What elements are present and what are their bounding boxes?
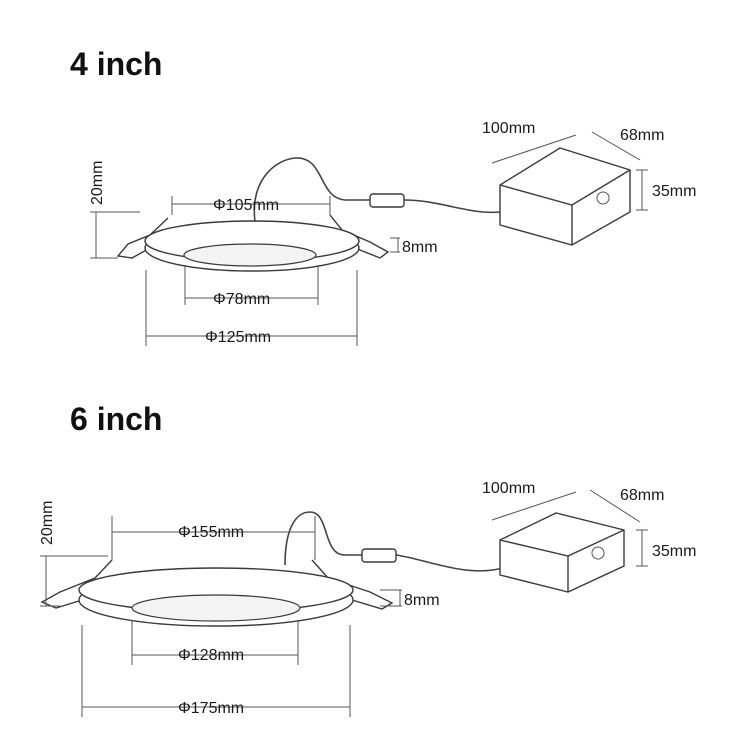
lens-inner [183,243,317,267]
label-inner-dia: Φ78mm [213,291,270,308]
dim-box-length-line [491,491,577,521]
cable [253,157,370,223]
dim-box-length-line [491,134,577,164]
section-title-6inch: 6 inch [70,401,163,437]
label-thickness: 8mm [404,592,440,609]
junction-box-edges [499,169,631,245]
label-box-height: 35mm [652,543,696,560]
connector [369,193,405,208]
label-height: 20mm [39,501,56,545]
connector [361,548,397,563]
junction-box [499,512,625,593]
cable-2 [395,554,511,572]
knockout-hole [596,191,610,205]
label-cutout-dia: Φ155mm [178,524,244,541]
label-box-height: 35mm [652,183,696,200]
label-cutout-dia: Φ105mm [213,197,279,214]
light-6inch: 20mm Φ155mm Φ128mm Φ175mm 8mm 100mm 68mm [39,480,696,717]
knockout-hole [591,546,605,560]
junction-box-edges [499,529,625,592]
cable-2 [403,199,501,214]
label-box-width: 68mm [620,127,664,144]
dim-box-width-line [589,489,641,523]
label-height: 20mm [89,161,106,205]
label-outer-dia: Φ125mm [205,329,271,346]
lens-inner [131,594,301,622]
label-box-width: 68mm [620,487,664,504]
label-outer-dia: Φ175mm [178,700,244,717]
label-box-length: 100mm [482,480,535,497]
label-box-length: 100mm [482,120,535,137]
section-title-4inch: 4 inch [70,46,163,82]
label-thickness: 8mm [402,239,438,256]
cable [284,511,362,566]
dim-box-width-line [591,131,641,161]
junction-box [499,147,631,246]
label-inner-dia: Φ128mm [178,647,244,664]
light-4inch: 20mm Φ105mm Φ78mm Φ125mm 8mm 100mm 68mm [89,120,696,346]
